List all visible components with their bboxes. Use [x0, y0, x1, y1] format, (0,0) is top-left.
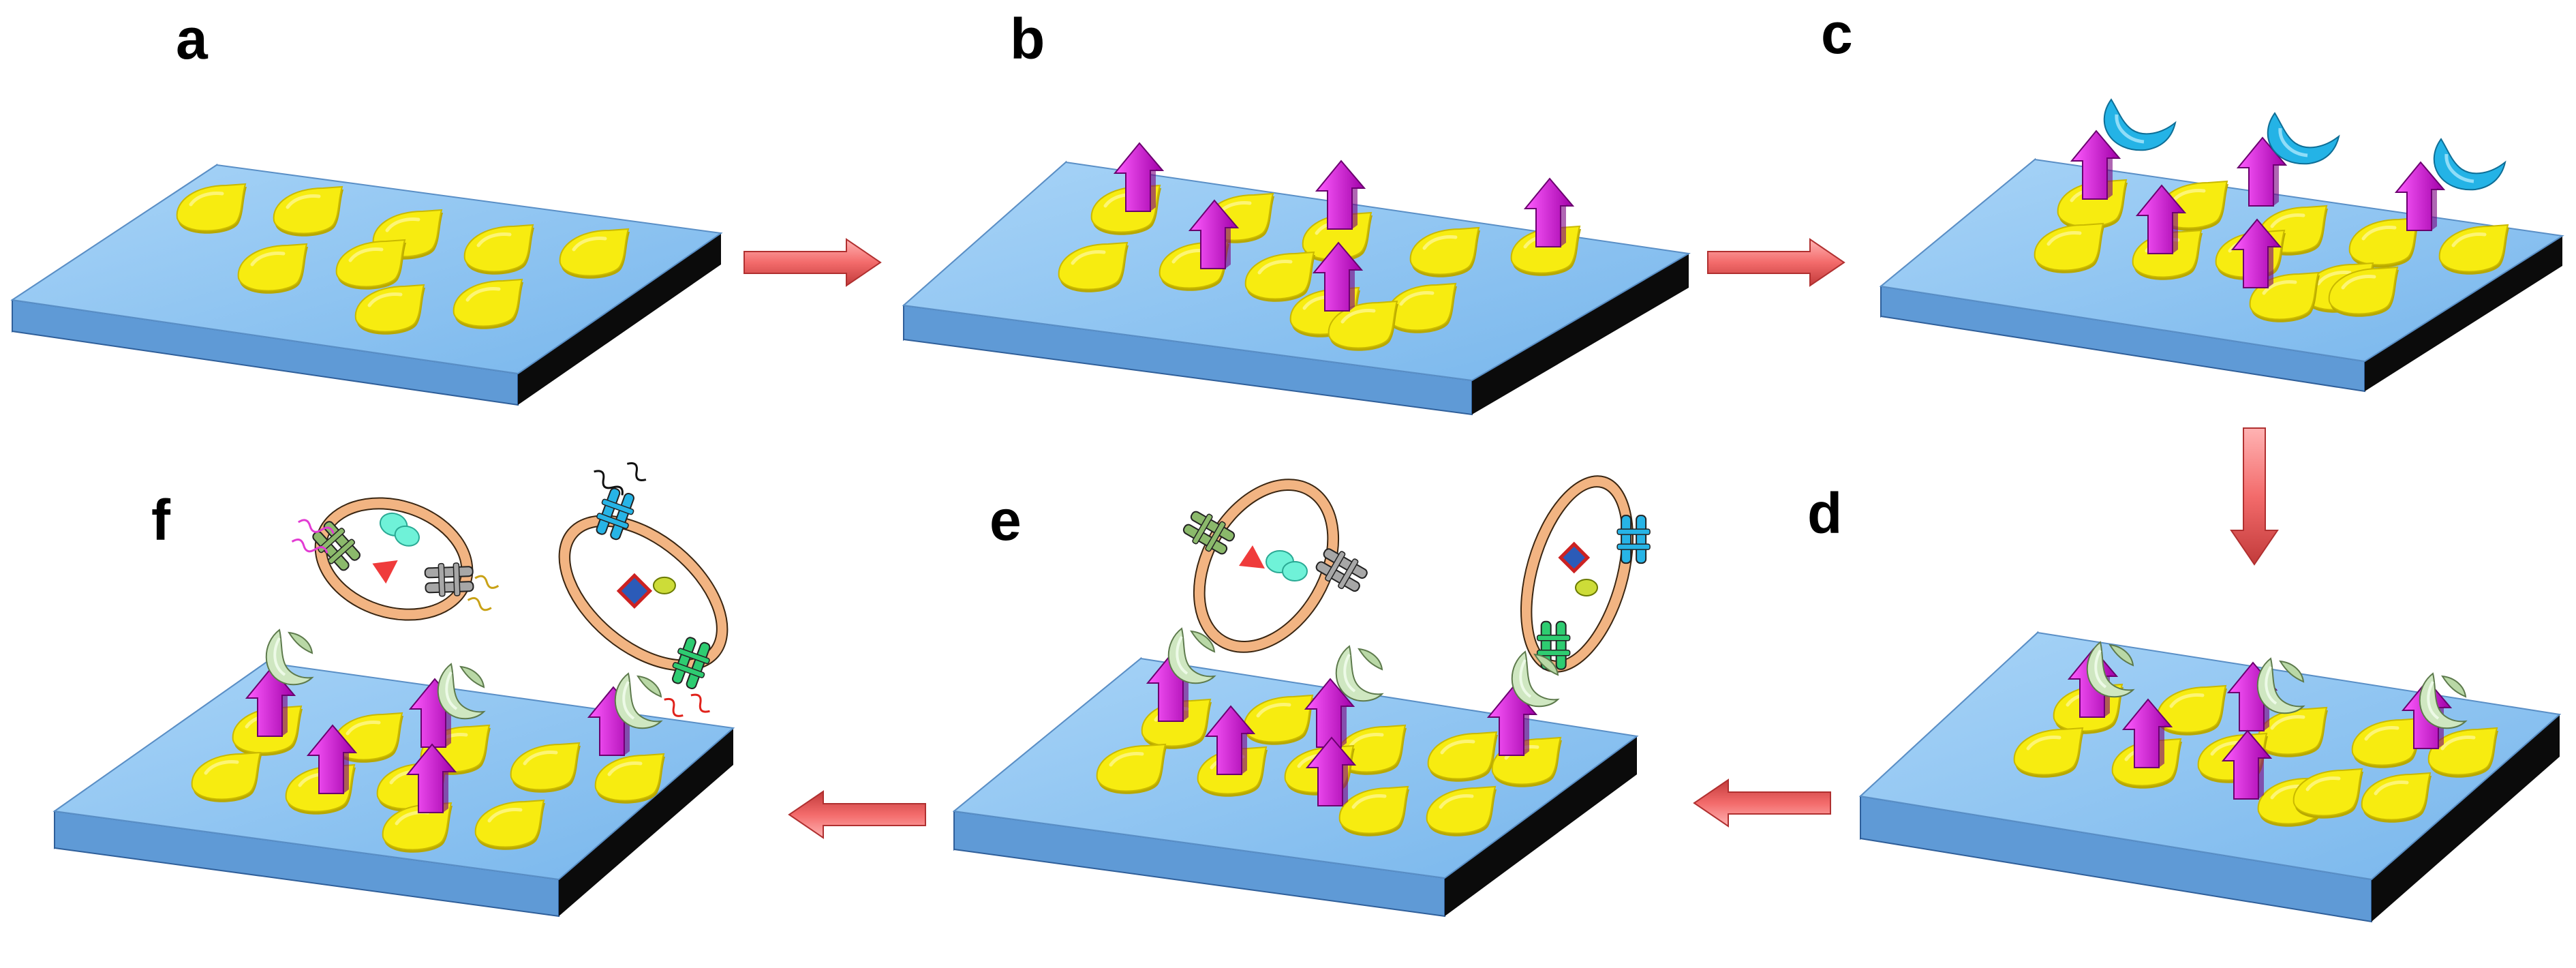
vesicle-e1 — [1179, 479, 1372, 653]
arrow-e-to-f — [788, 790, 926, 839]
panel-e-green-receptor-2-icon — [1334, 645, 1383, 703]
panel-label-b: b — [1010, 7, 1045, 71]
panel-label-d: d — [1807, 481, 1842, 545]
substrate-d-right-face — [2372, 714, 2560, 922]
vesicle-e2 — [1520, 475, 1651, 673]
substrate-b-right-face — [1472, 254, 1689, 414]
panel-c-blue-receptor-3-icon — [2434, 139, 2505, 190]
panel-c-blue-receptor-1-icon — [2104, 100, 2175, 150]
substrate-e-right-face — [1445, 736, 1637, 916]
substrate-c-right-face — [2365, 236, 2562, 391]
panel-label-f: f — [151, 488, 171, 552]
arrow-c-to-d — [2230, 427, 2279, 566]
panel-label-e: e — [990, 488, 1022, 552]
substrate-f-right-face — [559, 728, 733, 916]
panel-label-c: c — [1821, 1, 1853, 65]
vesicle-f1 — [291, 497, 500, 621]
vesicle-f2 — [558, 462, 729, 717]
arrow-d-to-e — [1693, 778, 1831, 828]
substrate-a-right-face — [518, 233, 721, 405]
panel-c-blue-receptor-2-icon — [2268, 113, 2339, 164]
arrow-a-to-b — [743, 239, 881, 286]
arrow-b-to-c — [1707, 239, 1845, 286]
panel-label-a: a — [176, 7, 209, 71]
